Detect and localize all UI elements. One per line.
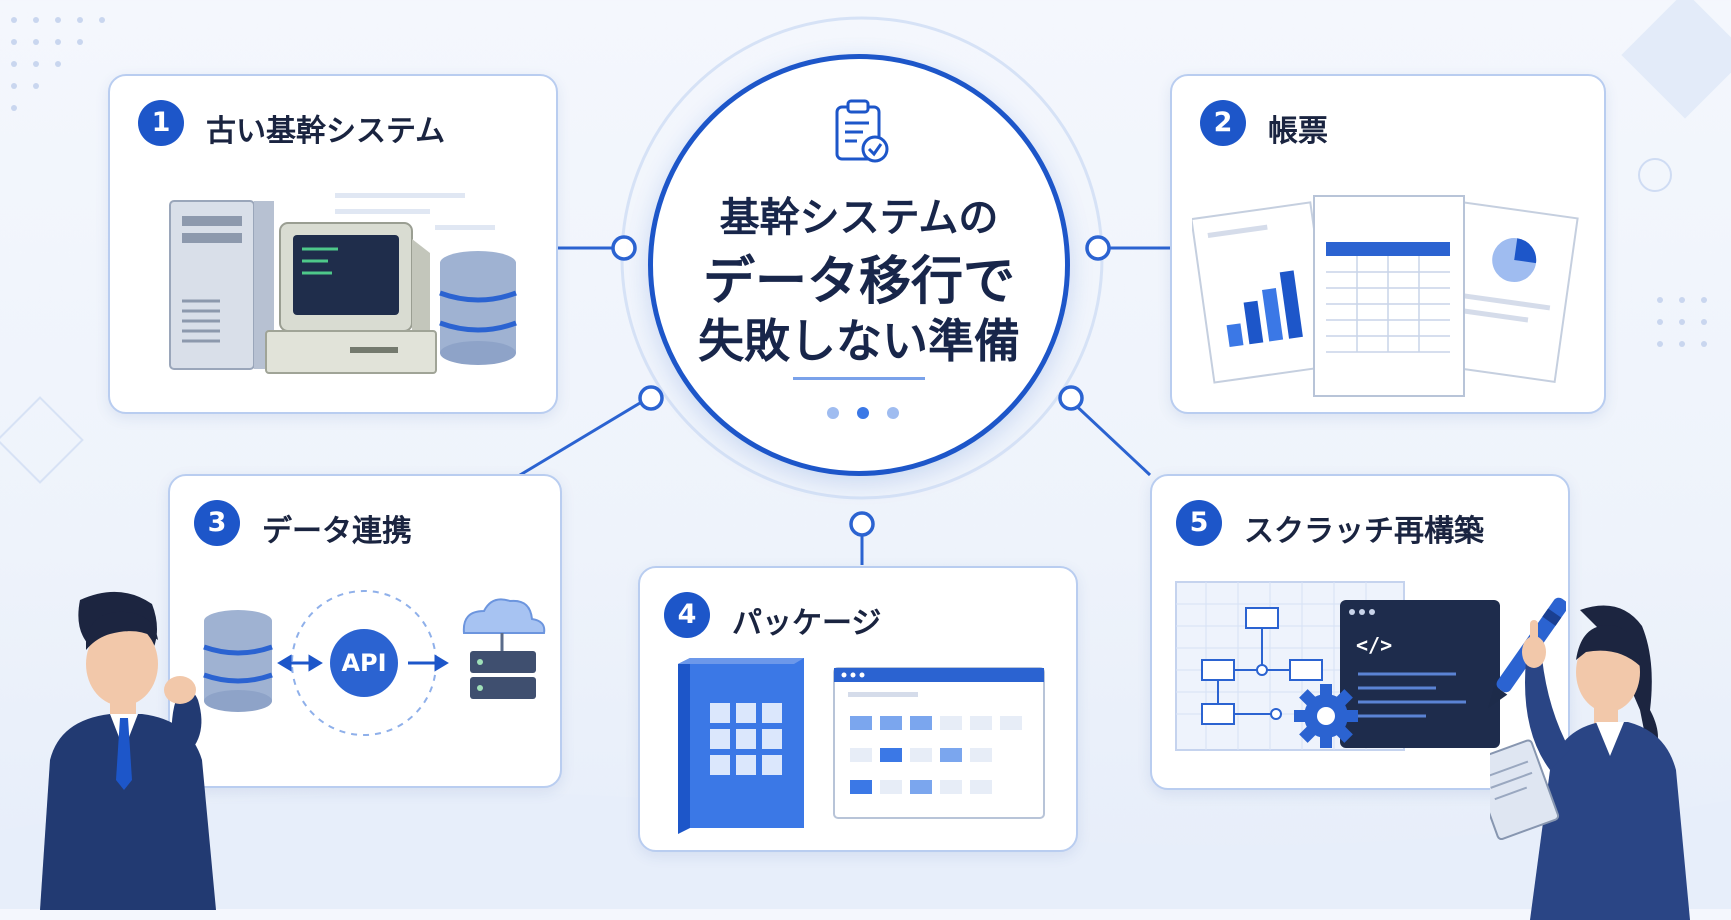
scratch-development-illustration (1175, 581, 1566, 751)
card-scratch-rebuild: 5 スクラッチ再構築 (1150, 474, 1570, 790)
card-title: 帳票 (1268, 114, 1328, 149)
card-title: 古い基幹システム (206, 114, 446, 149)
code-tag-label: </> (1356, 633, 1393, 657)
report-documents-icon (1192, 195, 1579, 397)
card-number-badge: 2 (1200, 100, 1246, 146)
arrow-icon (277, 654, 323, 672)
database-icon (203, 610, 273, 712)
gear-icon (1294, 684, 1358, 748)
package-software-illustration (678, 658, 1045, 834)
businessman-illustration (40, 591, 216, 910)
card-number-badge: 1 (138, 100, 184, 146)
card-title: パッケージ (732, 606, 882, 641)
card-title: データ連携 (262, 514, 412, 549)
card-number-badge: 4 (664, 592, 710, 638)
pagination-dots (827, 407, 899, 419)
center-divider (793, 377, 925, 380)
legacy-computer-icon (169, 193, 517, 374)
api-label: API (341, 649, 387, 677)
center-title-line-1: 基幹システムの (719, 195, 999, 241)
center-circle: 基幹システムの データ移行で 失敗しない準備 (648, 54, 1070, 476)
arrow-icon (408, 654, 449, 672)
card-package: 4 パッケージ (638, 566, 1078, 852)
card-data-integration: 3 データ連携 API (168, 474, 562, 788)
cloud-server-icon (462, 598, 546, 699)
center-title-line-2: データ移行で (702, 252, 1015, 312)
card-forms-reports: 2 帳票 (1170, 74, 1606, 414)
card-legacy-system: 1 古い基幹システム (108, 74, 558, 414)
clipboard-check-icon (835, 99, 889, 163)
businesswoman-illustration (1490, 605, 1690, 920)
card-number-badge: 5 (1176, 500, 1222, 546)
card-title: スクラッチ再構築 (1244, 514, 1484, 549)
api-integration-illustration (203, 590, 546, 736)
center-title-line-3: 失敗しない準備 (698, 314, 1020, 368)
card-number-badge: 3 (194, 500, 240, 546)
